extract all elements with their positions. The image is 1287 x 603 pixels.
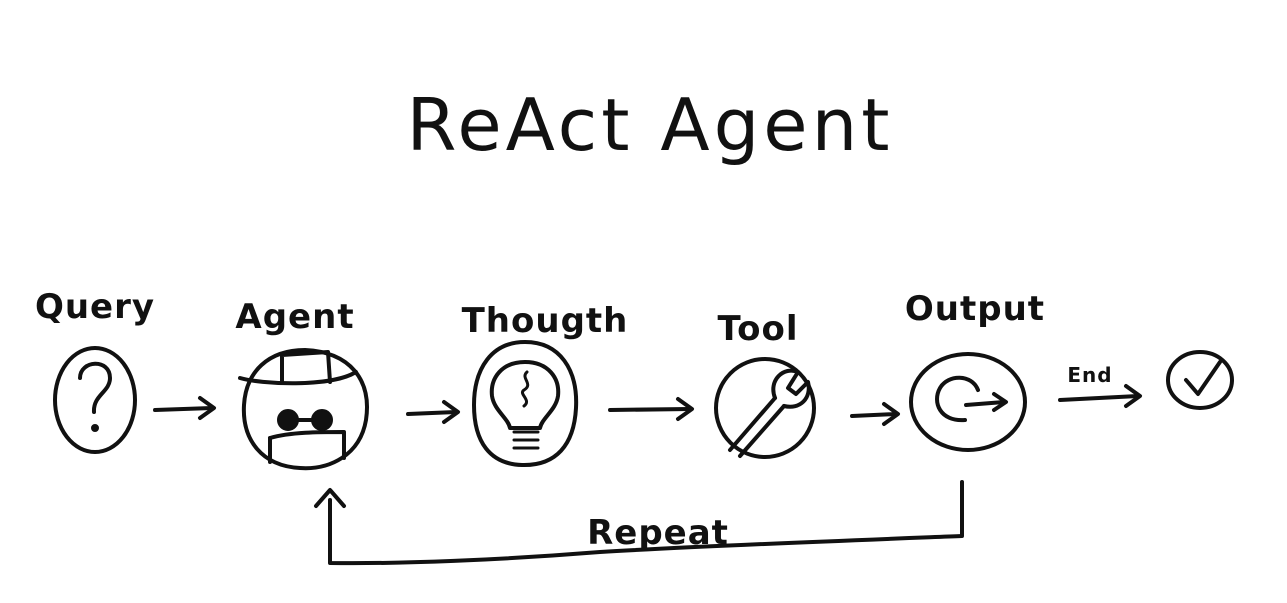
diagram-title: ReAct Agent <box>407 83 894 167</box>
node-label-tool: Tool <box>717 309 798 349</box>
agent-spy-icon <box>238 348 369 471</box>
arrow-agent-to-thought <box>406 400 460 424</box>
output-arrow-icon <box>909 352 1027 452</box>
node-label-query: Query <box>35 287 155 327</box>
edge-label-repeat: Repeat <box>587 513 729 553</box>
wrench-icon <box>714 357 816 459</box>
question-mark-icon <box>53 346 137 454</box>
edge-label-end: End <box>1067 363 1112 387</box>
node-label-output: Output <box>905 289 1045 329</box>
arrow-query-to-agent <box>153 396 216 420</box>
arrow-thought-to-tool <box>608 397 694 421</box>
arrow-tool-to-output <box>850 402 900 426</box>
checkmark-icon <box>1166 350 1234 410</box>
node-label-thought: Thougth <box>462 301 629 341</box>
node-label-agent: Agent <box>235 297 354 337</box>
arrow-output-to-end <box>1058 384 1142 408</box>
repeat-loop-arrow <box>314 480 964 566</box>
lightbulb-icon <box>472 340 579 468</box>
